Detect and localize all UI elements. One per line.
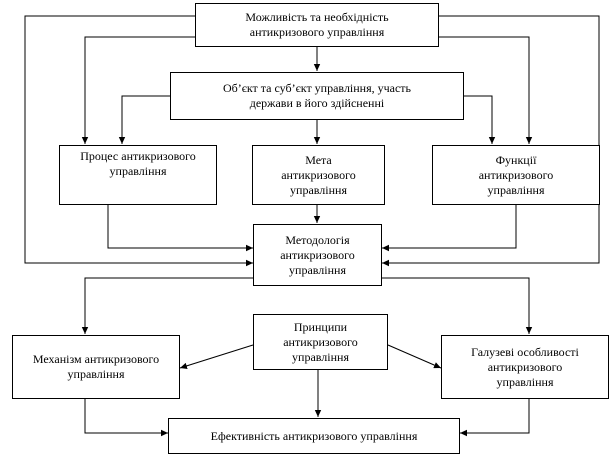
mechanism-box: Механізм антикризового управління xyxy=(12,335,180,399)
arrow-process-to-methodology xyxy=(107,205,253,252)
efficiency-box: Ефективність антикризового управління xyxy=(168,418,460,454)
arrow-object-to-process xyxy=(118,95,170,144)
goal-box: Мета антикризового управління xyxy=(252,145,385,205)
arrow-industry-to-efficiency xyxy=(460,399,530,437)
principles-box: Принципи антикризового управління xyxy=(253,314,388,370)
arrow-methodology-to-industry xyxy=(382,277,533,334)
functions-box: Функції антикризового управління xyxy=(432,145,600,205)
arrow-principles-to-mechanism xyxy=(179,344,254,369)
possibility-box: Можливість та необхідність антикризового… xyxy=(195,3,439,47)
methodology-box: Методологія антикризового управління xyxy=(253,224,382,286)
arrow-possibility-to-functions xyxy=(439,36,533,144)
arrow-object-to-functions xyxy=(464,95,496,144)
arrow-principles-to-industry xyxy=(387,344,442,369)
arrow-possibility-to-process xyxy=(81,36,195,144)
arrow-possibility-to-methodology-left xyxy=(24,15,253,267)
industry-box: Галузеві особливості антикризового управ… xyxy=(441,335,609,399)
object-box: Об’єкт та суб’єкт управління, участь дер… xyxy=(170,72,464,120)
arrow-methodology-to-mechanism xyxy=(81,277,253,334)
arrow-mechanism-to-efficiency xyxy=(84,399,168,437)
process-box: Процес антикризового управління xyxy=(59,145,217,205)
arrow-possibility-to-methodology-right xyxy=(382,15,600,267)
arrow-functions-to-methodology xyxy=(382,205,517,252)
